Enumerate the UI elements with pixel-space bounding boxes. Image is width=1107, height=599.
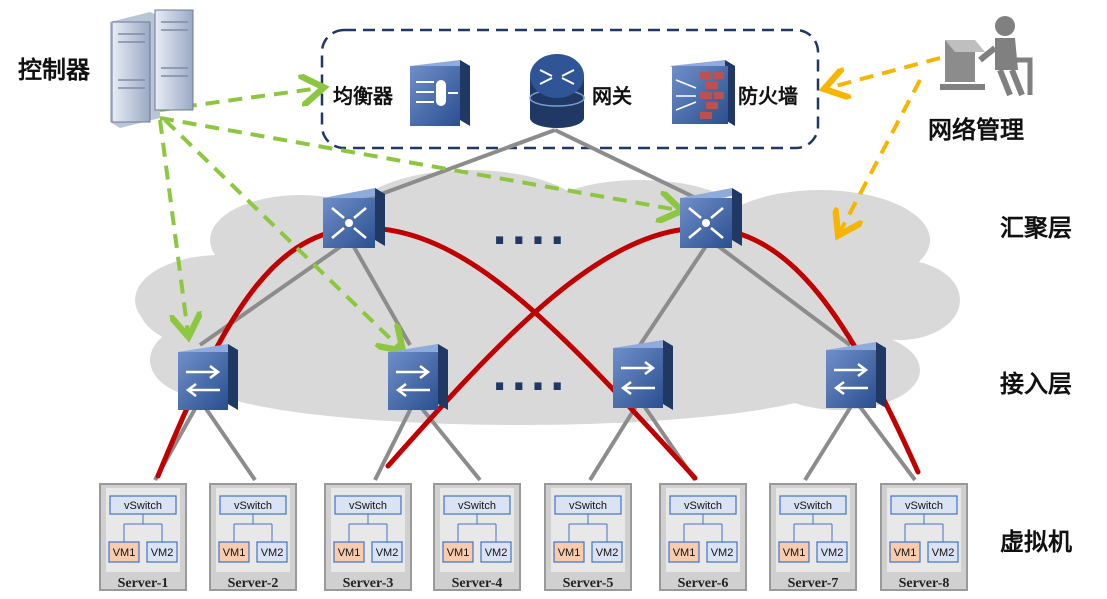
vm2-box — [480, 541, 512, 563]
vm1-box — [889, 541, 921, 563]
service-group-box — [320, 28, 820, 150]
vm1-box — [442, 541, 474, 563]
vm1-label: VM1 — [673, 547, 696, 559]
gateway-label: 网关 — [592, 84, 632, 108]
vm2-box — [146, 541, 178, 563]
load-balancer-icon — [410, 60, 470, 126]
vm2-box — [816, 541, 848, 563]
vswitch-label: vSwitch — [569, 500, 607, 512]
vm1-box — [778, 541, 810, 563]
gateway-router-icon — [529, 54, 585, 128]
vm2-box — [706, 541, 738, 563]
firewall-icon — [670, 60, 735, 126]
vswitch-label: vSwitch — [234, 500, 272, 512]
management-arrows — [828, 56, 941, 232]
vm2-box — [256, 541, 288, 563]
aggregation-ellipsis: .... — [492, 208, 569, 254]
vm-layer-label: 虚拟机 — [1000, 528, 1072, 556]
vswitch-label: vSwitch — [349, 500, 387, 512]
access-switch-4 — [826, 342, 886, 408]
vswitch-label: vSwitch — [905, 500, 943, 512]
vswitch-label: vSwitch — [458, 500, 496, 512]
vm1-label: VM1 — [223, 547, 246, 559]
vm1-label: VM1 — [894, 547, 917, 559]
aggregation-layer-label: 汇聚层 — [1000, 214, 1072, 242]
vm1-label: VM1 — [783, 547, 806, 559]
server-name-label: Server-7 — [788, 576, 839, 591]
vm1-label: VM1 — [558, 547, 581, 559]
server-name-label: Server-5 — [563, 576, 614, 591]
controller-label: 控制器 — [18, 56, 91, 84]
vm1-label: VM1 — [447, 547, 470, 559]
vm2-box — [927, 541, 959, 563]
vm1-box — [218, 541, 250, 563]
vm2-label: VM2 — [932, 547, 955, 559]
network-admin-icon — [940, 16, 1033, 97]
firewall-label: 防火墙 — [738, 84, 798, 108]
server-name-label: Server-8 — [899, 576, 950, 591]
vm2-box — [371, 541, 403, 563]
vm2-label: VM2 — [596, 547, 619, 559]
vm2-label: VM2 — [485, 547, 508, 559]
vm1-box — [108, 541, 140, 563]
access-layer-label: 接入层 — [1000, 370, 1072, 398]
access-switch-1 — [178, 344, 238, 410]
access-ellipsis: .... — [492, 354, 569, 400]
server-name-label: Server-3 — [343, 576, 394, 591]
vm2-label: VM2 — [261, 547, 284, 559]
vm1-box — [333, 541, 365, 563]
access-switch-3 — [613, 340, 673, 410]
vm1-label: VM1 — [113, 547, 136, 559]
vm2-label: VM2 — [821, 547, 844, 559]
balancer-label: 均衡器 — [333, 84, 394, 108]
aggregation-switch-right — [680, 188, 742, 248]
server-name-label: Server-6 — [678, 576, 729, 591]
server-name-label: Server-2 — [228, 576, 279, 591]
vm2-label: VM2 — [376, 547, 399, 559]
vswitch-label: vSwitch — [124, 500, 162, 512]
vm2-box — [591, 541, 623, 563]
vm1-box — [553, 541, 585, 563]
vm2-label: VM2 — [151, 547, 174, 559]
vswitch-label: vSwitch — [794, 500, 832, 512]
vm1-label: VM1 — [338, 547, 361, 559]
controller-server-icon — [110, 9, 194, 128]
aggregation-switch-left — [323, 188, 385, 248]
network-mgmt-label: 网络管理 — [928, 116, 1024, 144]
server-name-label: Server-4 — [452, 576, 503, 591]
access-switch-2 — [388, 344, 448, 410]
server-name-label: Server-1 — [118, 576, 169, 591]
vm2-label: VM2 — [711, 547, 734, 559]
vswitch-label: vSwitch — [684, 500, 722, 512]
topology-links — [153, 128, 917, 482]
vm1-box — [668, 541, 700, 563]
